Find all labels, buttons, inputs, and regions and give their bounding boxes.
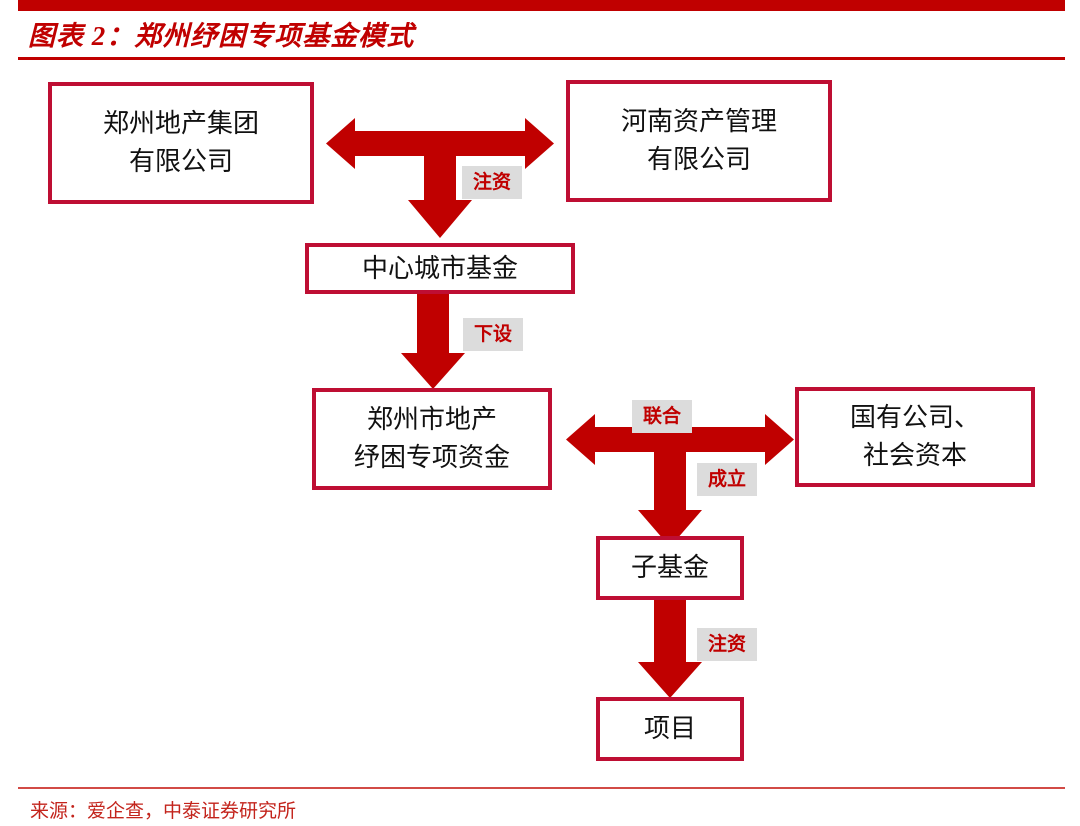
- top-accent-bar: [18, 0, 1065, 11]
- node-xiangmu: 项目: [596, 697, 744, 761]
- edge-label-xiashe: 下设: [463, 318, 524, 351]
- node-shukun-zijin: 郑州市地产 纾困专项资金: [312, 388, 552, 490]
- arrow-zhuzi-bot: [638, 600, 702, 698]
- node-zhengzhou-dichan: 郑州地产集团 有限公司: [48, 82, 314, 204]
- node-zijijin: 子基金: [596, 536, 744, 600]
- node-zhongxin-jijin: 中心城市基金: [305, 243, 575, 294]
- title-divider: [18, 57, 1065, 60]
- footer-divider: [18, 787, 1065, 789]
- node-henan-zichan: 河南资产管理 有限公司: [566, 80, 832, 202]
- source-note: 来源：爱企查，中泰证券研究所: [30, 801, 297, 822]
- arrow-lianhe-chengli: [566, 414, 794, 547]
- arrow-xiashe: [401, 294, 465, 389]
- node-guoyou-shehui: 国有公司、 社会资本: [795, 387, 1035, 487]
- edge-label-zhuzi-bot: 注资: [697, 628, 758, 661]
- page-title: 图表 2：郑州纾困专项基金模式: [28, 21, 415, 51]
- edge-label-zhuzi-top: 注资: [462, 166, 523, 199]
- edge-label-chengli: 成立: [697, 463, 758, 496]
- edge-label-lianhe: 联合: [632, 400, 693, 433]
